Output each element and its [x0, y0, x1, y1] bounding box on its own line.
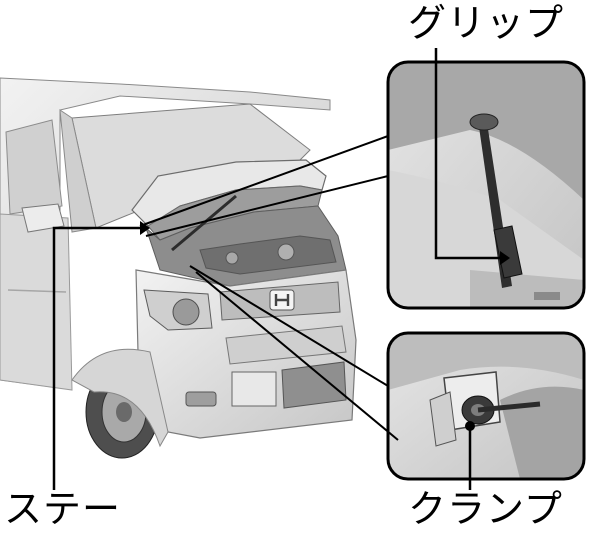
engine-cap	[277, 243, 295, 261]
door-crease	[7, 289, 67, 293]
wheel-arch	[71, 348, 169, 448]
leader-markers	[140, 221, 510, 431]
grip-inset-frame	[386, 60, 586, 310]
emblem-h	[274, 294, 290, 306]
grip-leader	[434, 48, 500, 260]
clamp-inset-frame	[386, 331, 586, 481]
grip-inset	[386, 60, 586, 310]
side-window	[5, 119, 63, 215]
headlight-lens	[172, 298, 200, 326]
clamp-label: クランプ	[408, 487, 563, 531]
callout-lines	[52, 48, 500, 490]
stay-leader	[52, 226, 140, 490]
fog-light	[185, 391, 217, 407]
grip-label: グリップ	[408, 1, 565, 45]
side-door	[0, 213, 73, 391]
clamp-marker	[465, 421, 475, 431]
front-wheel-hub	[116, 402, 132, 422]
lower-grille	[225, 325, 347, 365]
engine-cap-2	[225, 251, 239, 265]
side-mirror	[21, 203, 65, 233]
clamp-inset	[386, 331, 586, 481]
car-illustration	[0, 77, 357, 459]
stay-marker	[140, 221, 150, 235]
stay-label: ステー	[4, 487, 122, 531]
hood-stay-rod	[171, 194, 237, 252]
bumper-intake	[281, 361, 347, 409]
grip-marker	[500, 251, 510, 265]
engine-parts	[199, 235, 337, 275]
license-plate	[231, 371, 277, 407]
